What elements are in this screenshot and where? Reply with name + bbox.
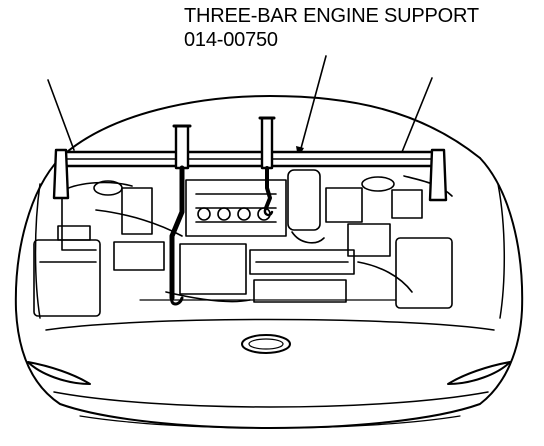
leader-line-center — [299, 55, 327, 153]
wiring-harness-left — [95, 209, 183, 237]
injector-1 — [197, 207, 211, 221]
valance-line — [79, 415, 461, 429]
ecu-module — [325, 187, 363, 223]
right-strut-cap — [361, 176, 395, 192]
left-inner-panel — [61, 175, 97, 251]
left-strut-tower — [63, 181, 133, 191]
left-lift-hook — [169, 165, 185, 301]
left-support-foot — [52, 148, 70, 200]
tool-name: THREE-BAR ENGINE SUPPORT — [184, 5, 479, 27]
right-hook-tip — [263, 206, 274, 217]
right-fender-line — [497, 183, 505, 319]
intake-plenum — [185, 179, 287, 237]
fuse-box — [113, 241, 165, 271]
tool-part-number: 014-00750 — [184, 29, 278, 51]
emblem-inner-ring — [248, 338, 284, 350]
reservoir-tank — [347, 223, 391, 257]
right-lift-screw — [260, 116, 274, 170]
battery-cover — [57, 225, 91, 241]
right-fog-lamp — [447, 361, 511, 385]
engine-compartment — [33, 169, 453, 317]
engine-block — [179, 243, 247, 295]
brake-master-cylinder — [391, 189, 423, 219]
callout-label: THREE-BAR ENGINE SUPPORT 014-00750 — [184, 4, 479, 52]
ford-oval-emblem — [241, 334, 291, 354]
injector-3 — [237, 207, 251, 221]
bumper-lower-line — [53, 391, 489, 408]
washer-reservoir — [395, 237, 453, 309]
wiring-harness-right — [357, 261, 413, 293]
radiator-support — [253, 279, 347, 303]
leader-line-right — [401, 77, 433, 153]
battery-case — [33, 239, 101, 317]
valve-cover — [249, 249, 355, 275]
car-body — [14, 95, 524, 429]
air-filter-box — [121, 187, 153, 235]
left-hook-tip — [170, 296, 184, 306]
right-lift-hook — [264, 166, 272, 210]
leader-line-left — [47, 79, 75, 151]
hood-edge — [59, 95, 481, 159]
left-lift-screw — [174, 124, 190, 170]
throttle-body — [287, 169, 321, 231]
coolant-hose — [291, 231, 325, 244]
injector-2 — [217, 207, 231, 221]
right-support-foot — [428, 148, 448, 202]
left-fog-lamp — [27, 361, 91, 385]
bumper-upper-line — [45, 318, 495, 331]
three-bar-engine-support — [52, 116, 448, 306]
left-fender-line — [34, 183, 41, 319]
